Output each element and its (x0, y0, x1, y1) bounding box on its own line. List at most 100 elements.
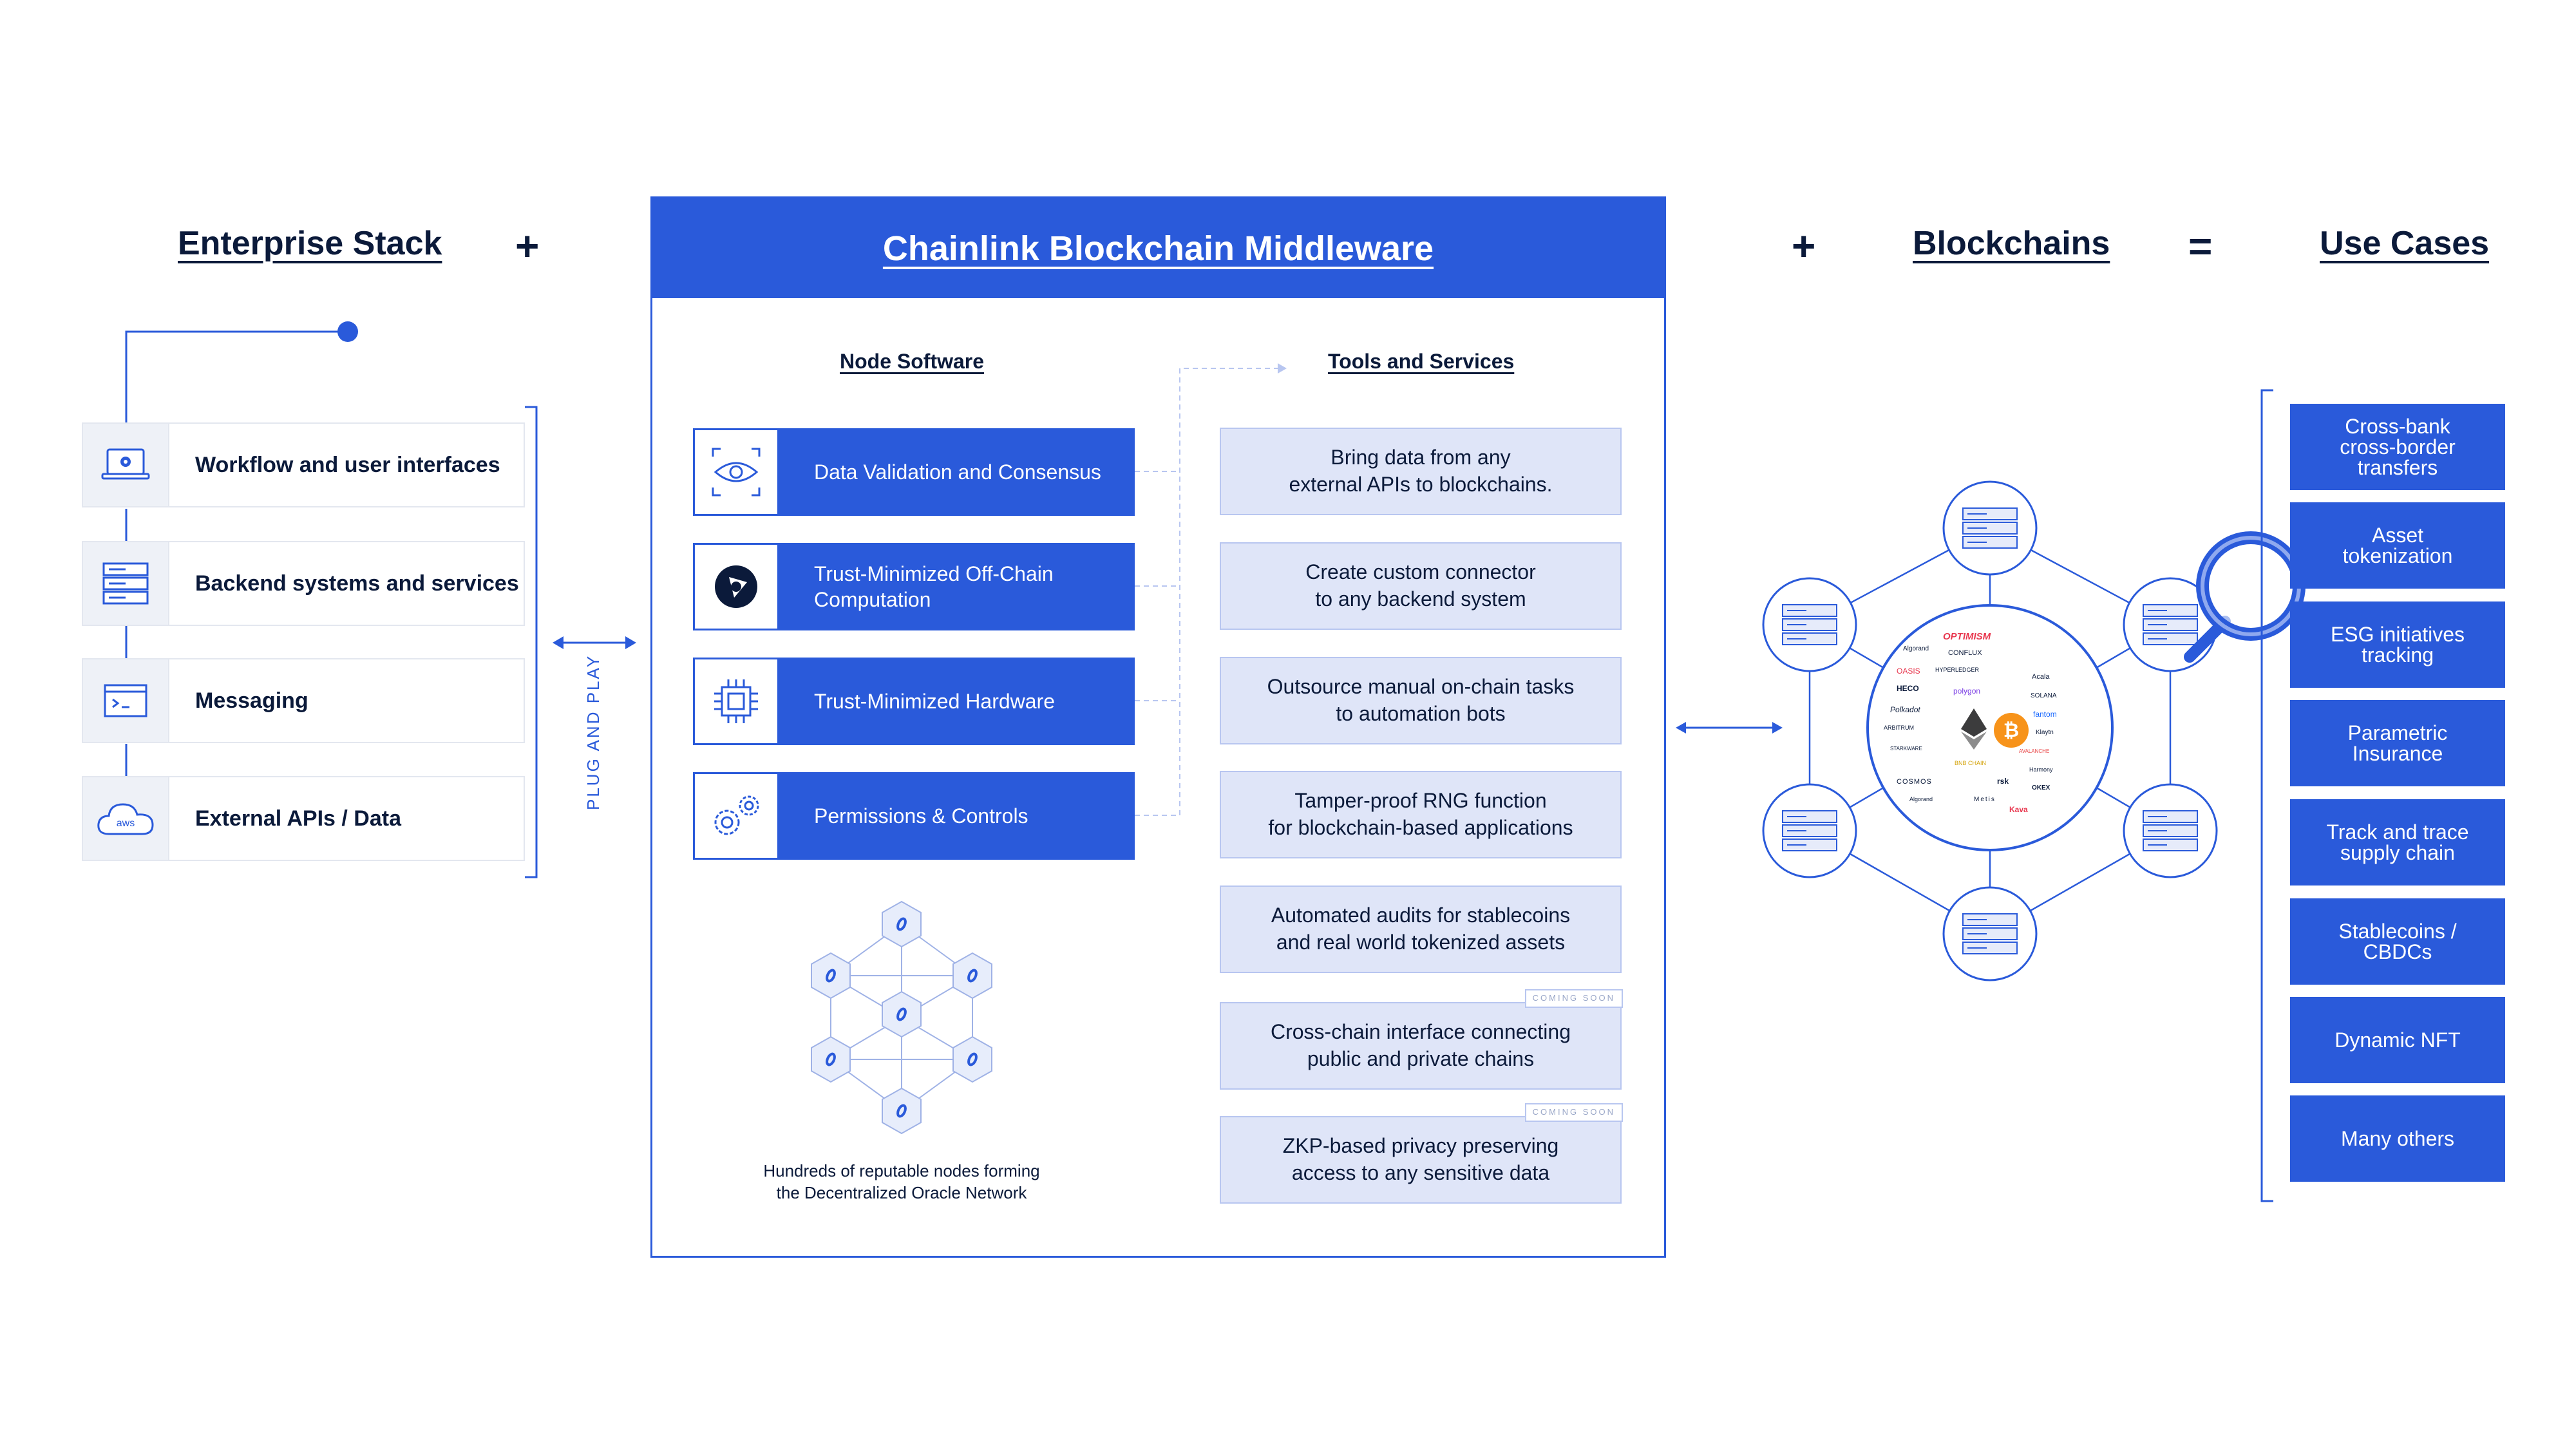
logo-heco: HECO (1897, 684, 1919, 693)
node-software-label: Trust-Minimized Off-Chain Computation (779, 543, 1135, 630)
logo-polygon: polygon (1953, 687, 1981, 696)
blockchains-heading: Blockchains (1913, 225, 2110, 262)
node-software-title: Node Software (840, 350, 985, 373)
stack-item-messaging: Messaging (82, 658, 525, 743)
use-case-item: Cross-bank cross-border transfers (2290, 404, 2505, 490)
logo-rsk: rsk (1997, 777, 2009, 786)
use-case-item: Asset tokenization (2290, 502, 2505, 589)
node-tool-connectors (1135, 363, 1287, 816)
node-software-item: Trust-Minimized Off-Chain Computation (693, 543, 1135, 630)
server-node (1762, 783, 1857, 878)
tool-line: public and private chains (1307, 1047, 1535, 1070)
tool-line: Bring data from any (1331, 446, 1511, 469)
use-cases-bracket (2260, 389, 2273, 1202)
tools-services-title: Tools and Services (1328, 350, 1515, 373)
tool-item: Automated audits for stablecoins and real… (1220, 886, 1622, 973)
tool-item: COMING SOON ZKP-based privacy preserving a… (1220, 1103, 1623, 1204)
use-case-label: ESG initiatives tracking (2330, 623, 2465, 667)
plus-sign: + (515, 223, 540, 269)
oracle-network-illustration (811, 900, 992, 1135)
equals-sign: = (2188, 223, 2213, 269)
coming-soon-badge: COMING SOON (1524, 1103, 1623, 1122)
use-case-label: Parametric Insurance (2347, 721, 2448, 765)
tool-line: access to any sensitive data (1291, 1161, 1550, 1184)
logo-hyperledger: HYPERLEDGER (1935, 667, 1980, 673)
tool-item: Bring data from any external APIs to bloc… (1220, 428, 1622, 515)
logo-klaytn: Klaytn (2036, 729, 2054, 736)
logo-bnb-chain: BNB CHAIN (1955, 760, 1987, 766)
terminal-icon (83, 659, 169, 742)
tool-line: for blockchain-based applications (1268, 816, 1573, 839)
enterprise-stack-heading: Enterprise Stack (178, 225, 442, 262)
blockchain-logo-cloud: OPTIMISM Algorand CONFLUX OASIS HYPERLED… (1884, 631, 2083, 824)
magnifier-icon (2184, 531, 2306, 663)
logo-avalanche: AVALANCHE (2019, 748, 2050, 754)
tool-line: Create custom connector (1305, 560, 1536, 584)
tool-line: and real world tokenized assets (1276, 931, 1566, 954)
middleware-title: Chainlink Blockchain Middleware (882, 229, 1434, 268)
use-case-label: Asset tokenization (2342, 524, 2453, 567)
node-software-item: Permissions & Controls (693, 772, 1135, 860)
network-caption-line: the Decentralized Oracle Network (776, 1182, 1027, 1202)
stack-item-label: Workflow and user interfaces (195, 452, 500, 477)
network-caption: Hundreds of reputable nodes forming the … (708, 1160, 1095, 1204)
node-software-item: Data Validation and Consensus (693, 428, 1135, 516)
tool-line: Automated audits for stablecoins (1271, 904, 1571, 927)
use-case-label: Track and trace supply chain (2326, 820, 2469, 864)
use-case-item: Track and trace supply chain (2290, 799, 2505, 886)
stack-item-external-apis: aws External APIs / Data (82, 776, 525, 861)
plus-sign: + (1792, 223, 1816, 269)
server-node (1762, 577, 1857, 672)
network-caption-line: Hundreds of reputable nodes forming (763, 1161, 1040, 1180)
use-cases-heading: Use Cases (2320, 225, 2490, 262)
logo-oasis: OASIS (1897, 667, 1920, 676)
use-case-label: Many others (2340, 1127, 2455, 1150)
use-case-item: Parametric Insurance (2290, 700, 2505, 786)
logo-kava: Kava (2009, 805, 2028, 814)
stack-item-label: External APIs / Data (195, 806, 401, 831)
tool-item: Tamper-proof RNG function for blockchain-… (1220, 771, 1622, 858)
logo-harmony: Harmony (2029, 766, 2053, 773)
use-case-label: Dynamic NFT (2334, 1028, 2461, 1052)
logo-arbitrum: ARBITRUM (1884, 724, 1914, 731)
node-software-item: Trust-Minimized Hardware (693, 658, 1135, 745)
logo-acala: Acala (2032, 673, 2050, 681)
node-software-label: Data Validation and Consensus (779, 428, 1135, 516)
stack-item-label: Backend systems and services (195, 571, 519, 596)
use-case-item: Stablecoins / CBDCs (2290, 898, 2505, 985)
coming-soon-badge: COMING SOON (1524, 989, 1623, 1008)
logo-polkadot: Polkadot (1890, 705, 1920, 714)
laptop-gear-icon (83, 424, 169, 506)
logo-algorand-2: Algorand (1909, 796, 1933, 802)
tool-line: external APIs to blockchains. (1289, 473, 1553, 496)
node-software-label: Permissions & Controls (779, 772, 1135, 860)
computation-icon (693, 543, 779, 630)
aws-icon-text: aws (117, 818, 135, 829)
tool-line: ZKP-based privacy preserving (1282, 1134, 1559, 1158)
bitcoin-icon: ₿ (1994, 713, 2029, 748)
stack-item-label: Messaging (195, 688, 308, 713)
logo-conflux: CONFLUX (1948, 649, 1982, 657)
enterprise-connectors (125, 321, 636, 878)
logo-metis: Metis (1974, 796, 1996, 803)
tool-line: Outsource manual on-chain tasks (1267, 675, 1575, 699)
server-icon (83, 542, 169, 625)
server-node (1942, 886, 2038, 981)
use-case-item: Many others (2290, 1095, 2505, 1182)
chip-icon (693, 658, 779, 745)
logo-optimism: OPTIMISM (1943, 631, 1991, 642)
middleware-header: Chainlink Blockchain Middleware (652, 198, 1664, 298)
logo-solana: SOLANA (2031, 692, 2057, 699)
use-case-label: Stablecoins / CBDCs (2338, 920, 2457, 963)
logo-starkware: STARKWARE (1890, 746, 1922, 752)
logo-cosmos: COSMOS (1897, 778, 1932, 786)
stack-item-backend: Backend systems and services (82, 541, 525, 626)
tool-line: Tamper-proof RNG function (1294, 789, 1547, 813)
svg-text:₿: ₿ (2003, 720, 2019, 741)
tool-line: to automation bots (1336, 702, 1506, 725)
eye-icon (693, 428, 779, 516)
tool-line: Cross-chain interface connecting (1270, 1020, 1571, 1044)
gears-icon (693, 772, 779, 860)
server-node (1942, 480, 2038, 576)
